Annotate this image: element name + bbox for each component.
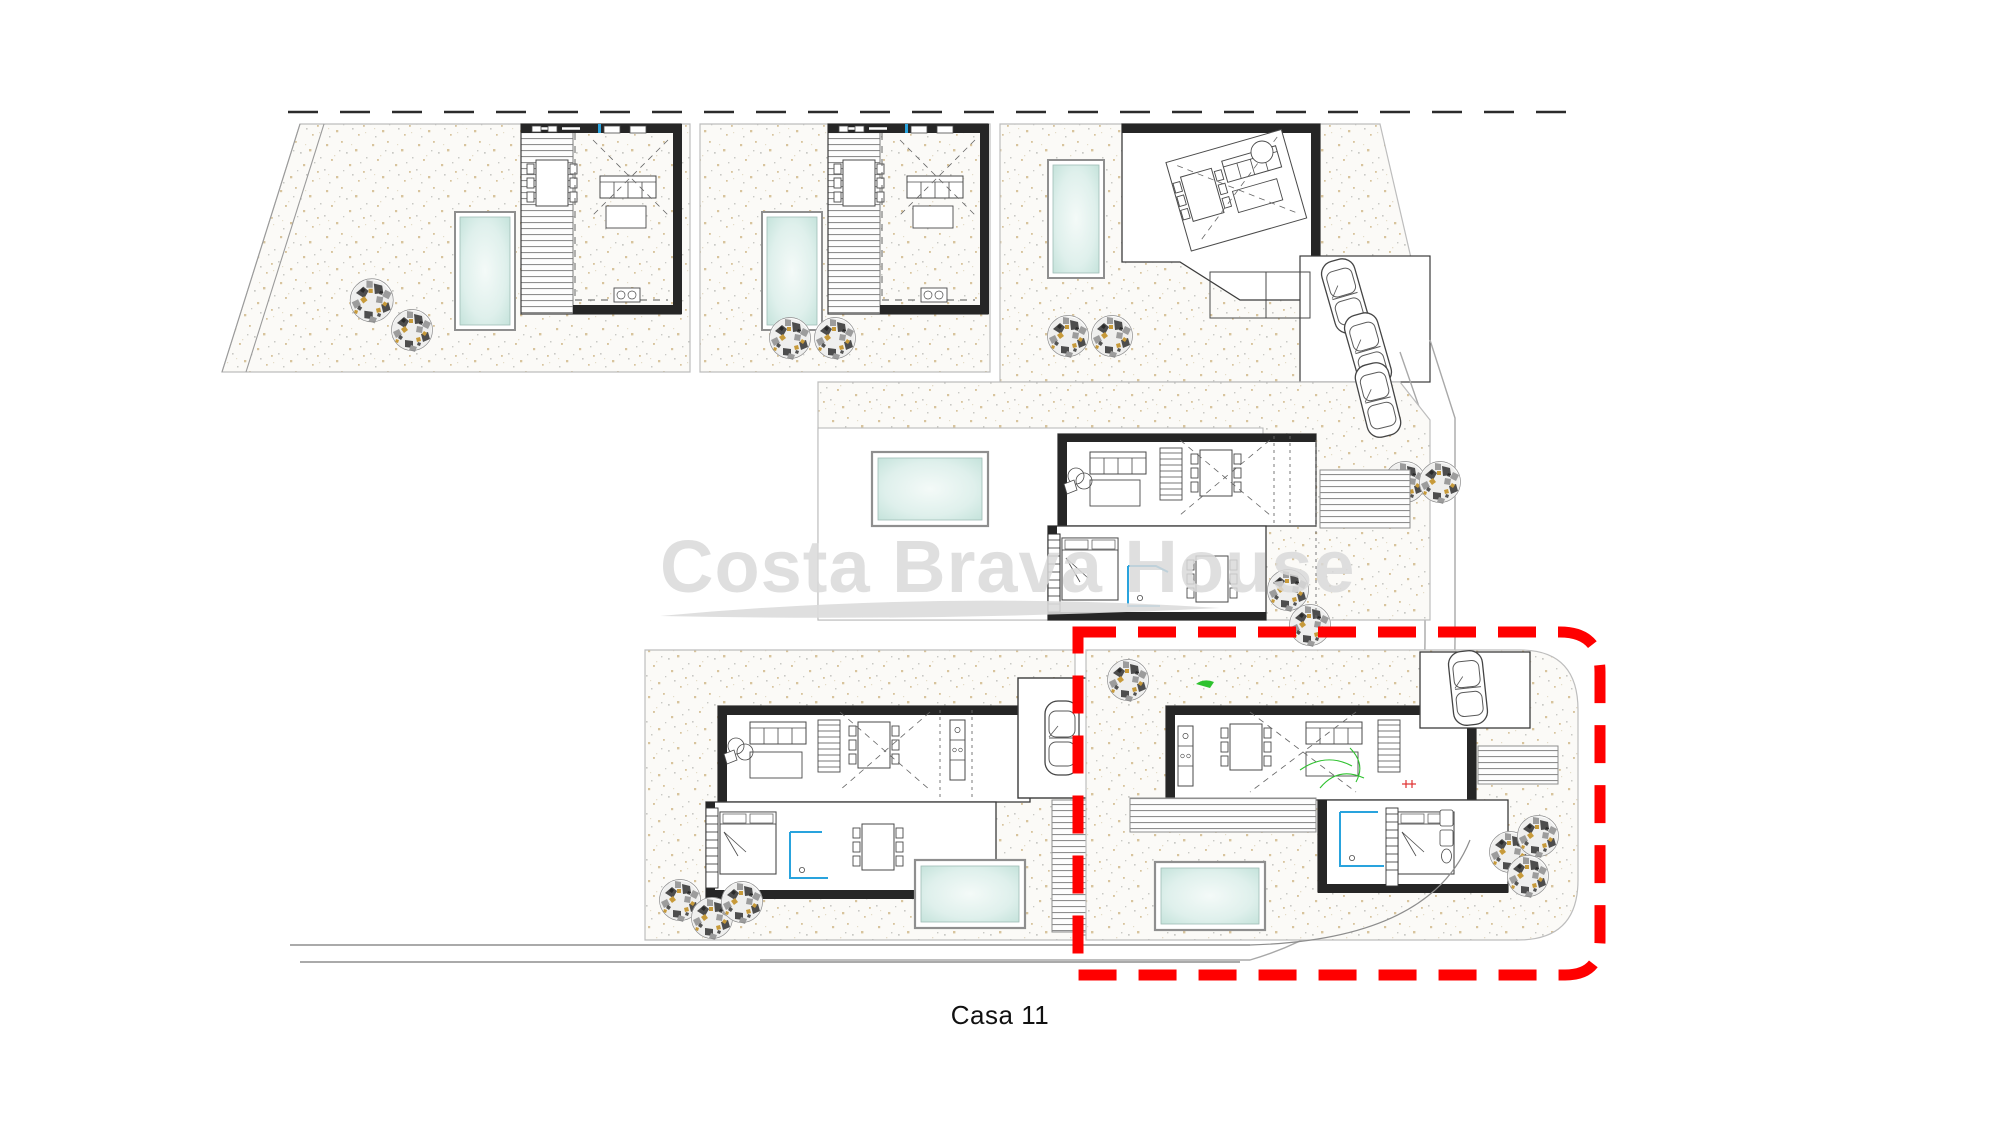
entry: [920, 287, 948, 303]
bath-fixtures: [1439, 809, 1454, 864]
bathroom: [1339, 809, 1454, 867]
house-top-2[interactable]: [827, 123, 989, 315]
villa-plot-top-right[interactable]: [999, 123, 1431, 391]
villa-plot-casa-11[interactable]: [1085, 648, 1579, 941]
car-port: [1299, 255, 1431, 391]
bathroom: [789, 831, 828, 879]
red-annotation: [1402, 780, 1416, 788]
house-top-3[interactable]: [1121, 123, 1431, 391]
car-port[interactable]: [1419, 648, 1531, 729]
living-room: [906, 175, 964, 229]
bedroom: [1047, 533, 1119, 613]
casa-11-highlight-boundary[interactable]: [1072, 626, 1606, 981]
living-room: [599, 175, 657, 229]
house-top-1[interactable]: [520, 123, 682, 315]
entry: [613, 287, 641, 303]
car-icon: [1446, 648, 1490, 728]
living-room: [1305, 721, 1363, 777]
kitchen: [1177, 725, 1194, 787]
living-room: [723, 721, 807, 779]
stair-icon: [1159, 447, 1183, 501]
bedroom: [1385, 807, 1455, 887]
villa-plot-bottom-left[interactable]: [644, 649, 1103, 941]
villa-plot-top-middle[interactable]: [699, 123, 991, 373]
swimming-pool: [1153, 860, 1267, 932]
stair-icon: [817, 719, 841, 773]
page-title: Casa 11: [950, 1000, 1050, 1030]
villa-plot-middle[interactable]: [817, 359, 1462, 648]
swimming-pool: [761, 211, 823, 331]
swimming-pool: [913, 858, 1027, 930]
stair-icon: [1377, 719, 1401, 773]
bedroom: [705, 807, 777, 889]
swimming-pool: [1047, 159, 1105, 279]
villa-plot-top-left[interactable]: [221, 123, 691, 373]
living-room: [1063, 451, 1147, 507]
swimming-pool: [454, 211, 516, 331]
kitchen: [949, 719, 966, 781]
road-bottom: [290, 839, 1471, 963]
swimming-pool: [870, 450, 990, 528]
